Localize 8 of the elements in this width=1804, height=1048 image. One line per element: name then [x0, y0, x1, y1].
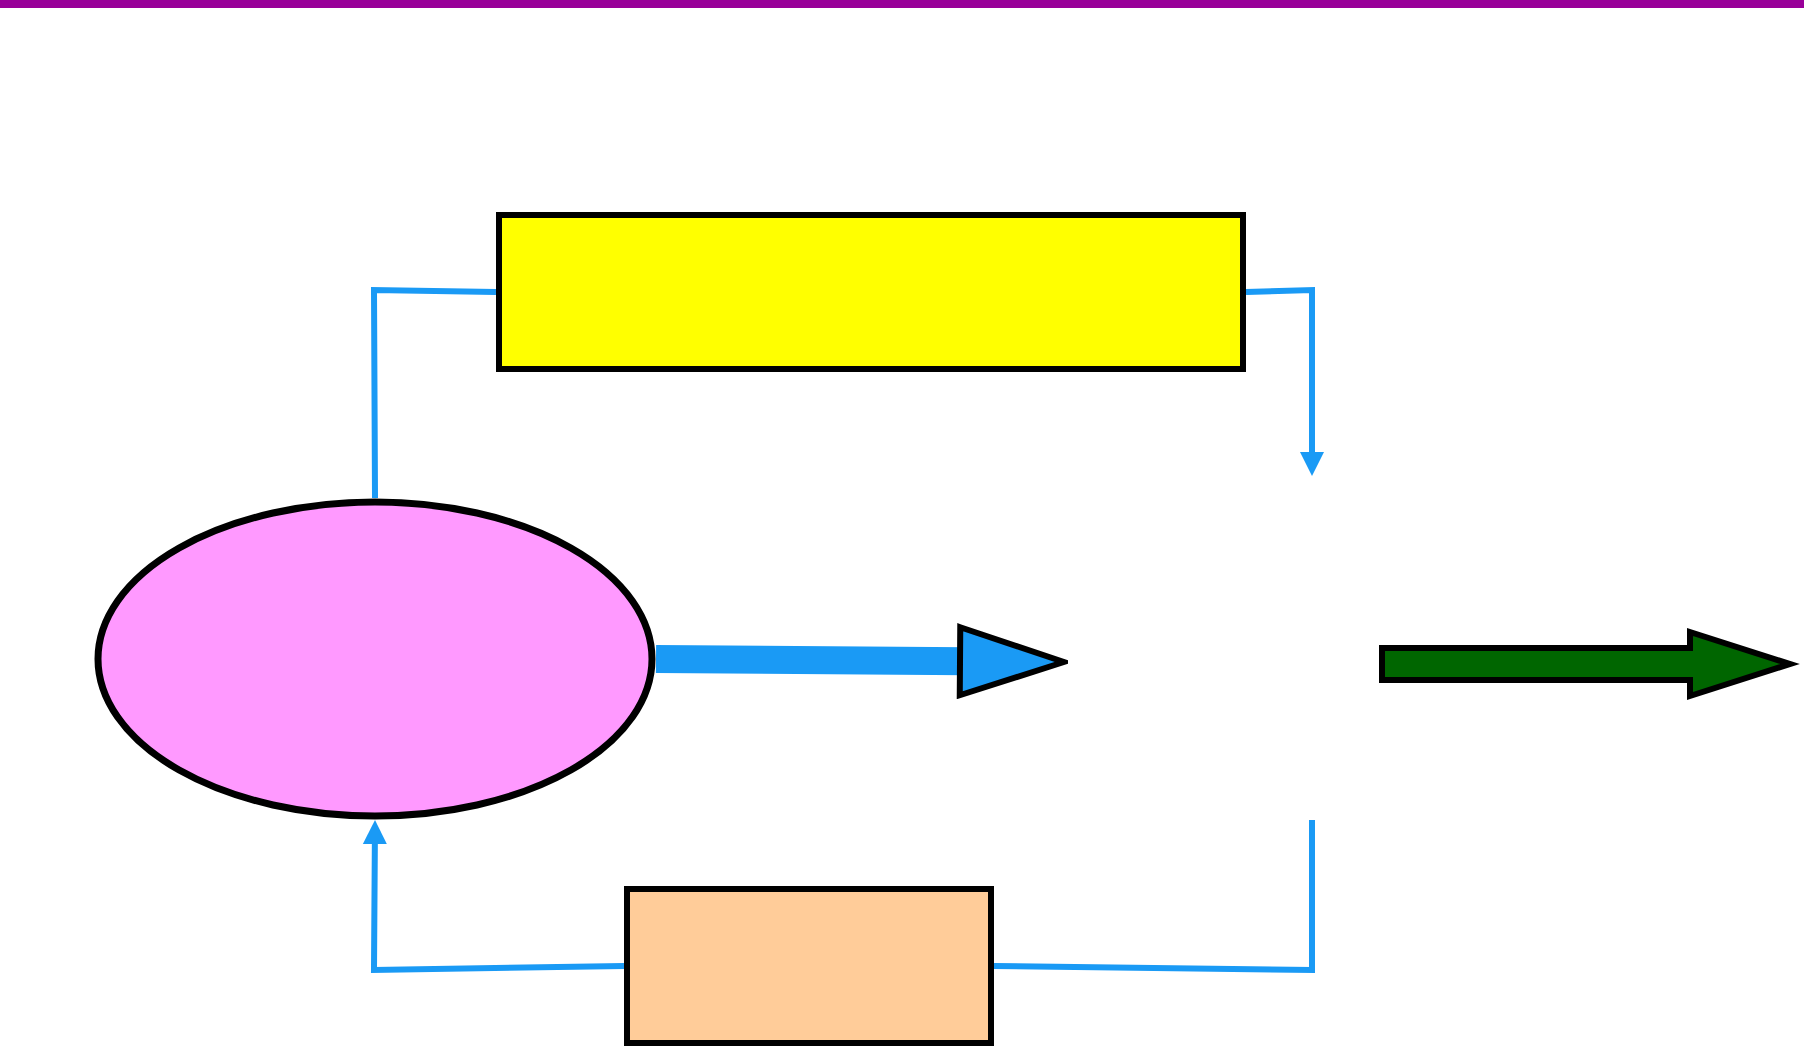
process-box [624, 886, 994, 1046]
block-arrow [655, 624, 1067, 699]
connector-line [993, 820, 1315, 974]
arrow [1245, 286, 1324, 476]
ellipse-node [94, 498, 656, 820]
connector-line [371, 286, 497, 498]
arrow [362, 820, 625, 974]
process-box [496, 212, 1246, 372]
